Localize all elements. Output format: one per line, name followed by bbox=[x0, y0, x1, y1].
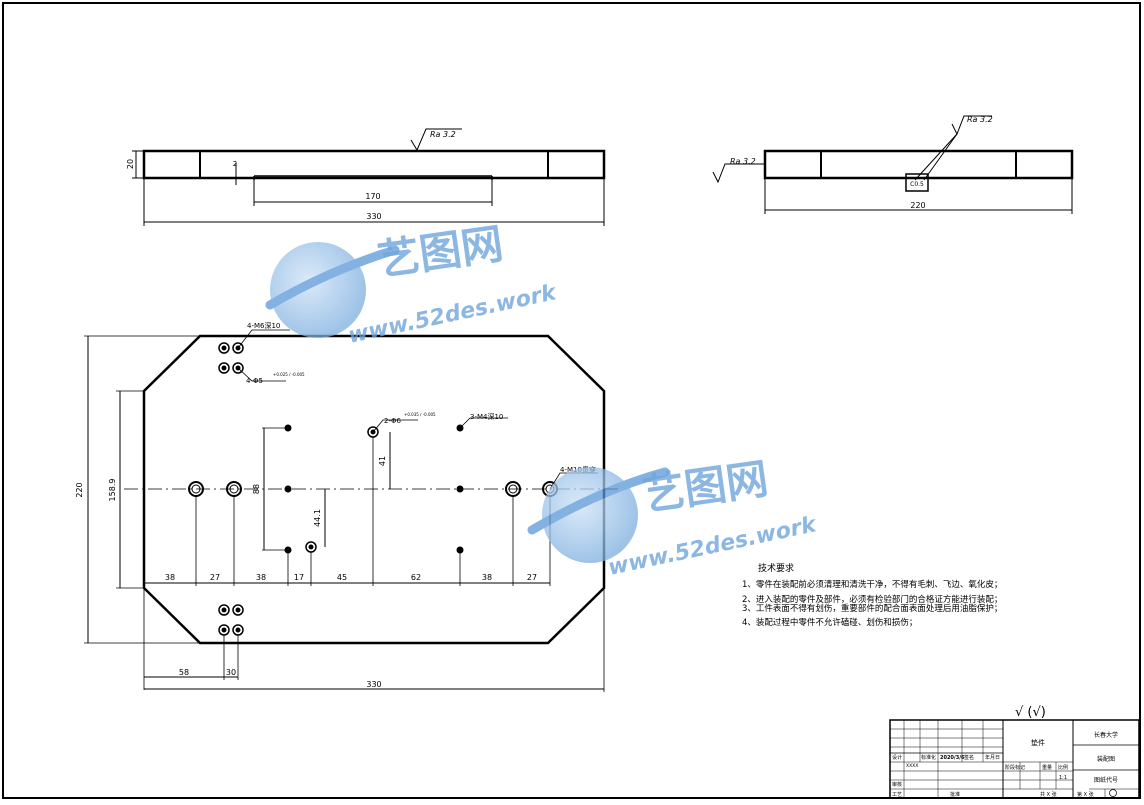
dim-front-length: 330 bbox=[366, 212, 381, 221]
tech-req-item-1: 1、零件在装配前必须清理和清洗干净，不得有毛刺、飞边、氧化皮； bbox=[742, 579, 1002, 590]
tb-process: 工艺 bbox=[892, 792, 902, 798]
side-roughness-top: Ra 3.2 bbox=[967, 115, 993, 124]
dim-chain-6: 62 bbox=[411, 573, 421, 582]
tb-sheet-no: 第 X 张 bbox=[1077, 791, 1094, 798]
plan-outline bbox=[142, 334, 606, 645]
note-pin-holes-2: 2-Φ6 bbox=[384, 417, 401, 425]
tb-stage-label: 阶段标记 bbox=[1005, 764, 1025, 771]
dim-front-step: 2 bbox=[233, 160, 237, 168]
tb-sign-label: 签名 bbox=[964, 754, 974, 761]
watermark-logo-2 bbox=[527, 467, 670, 563]
note-m4-holes: 3-M4深10 bbox=[470, 412, 503, 421]
watermark-brand-2: 艺图网 bbox=[640, 454, 772, 520]
dim-chain-5: 45 bbox=[337, 573, 347, 582]
tb-design: 设计 bbox=[892, 754, 902, 761]
dim-plan-overall-height: 220 bbox=[75, 482, 84, 497]
watermark-logo-1 bbox=[265, 242, 400, 338]
dim-44: 44.1 bbox=[313, 509, 322, 527]
note-pin-tol-2: +0.035 / -0.005 bbox=[404, 412, 436, 417]
side-chamfer-box bbox=[905, 173, 929, 192]
tb-standardize: 标准化 bbox=[921, 754, 936, 761]
dim-chain-1: 38 bbox=[165, 573, 175, 582]
note-pin-holes-4: 4-Φ5 bbox=[246, 377, 263, 385]
tb-sheet-total: 共 X 张 bbox=[1040, 791, 1057, 798]
side-chamfer-note: C0.5 bbox=[910, 181, 924, 188]
watermark-url-1: www.52des.work bbox=[346, 280, 559, 349]
dim-chain-2: 27 bbox=[210, 573, 220, 582]
watermark-brand-1: 艺图网 bbox=[375, 219, 507, 285]
tb-date-label: 年月日 bbox=[985, 754, 1000, 761]
dim-88: 88 bbox=[252, 484, 261, 494]
general-roughness: √ (√) bbox=[1015, 705, 1046, 720]
dim-chain-4: 17 bbox=[294, 573, 304, 582]
dim-plan-inner-height: 158.9 bbox=[108, 479, 117, 502]
side-view bbox=[712, 115, 1074, 214]
dim-side-width: 220 bbox=[910, 201, 925, 210]
note-pin-tol-4: +0.025 / -0.005 bbox=[273, 372, 305, 377]
front-outline bbox=[142, 149, 606, 180]
tb-scale: 1:1 bbox=[1059, 775, 1067, 781]
tb-scale-label: 比例 bbox=[1058, 764, 1068, 771]
tech-req-title: 技术要求 bbox=[758, 562, 794, 574]
dim-30: 30 bbox=[226, 668, 236, 677]
tb-approve: 批准 bbox=[950, 791, 960, 798]
title-block bbox=[889, 719, 1140, 799]
dim-41: 41 bbox=[378, 456, 387, 466]
dim-58: 58 bbox=[179, 668, 189, 677]
plan-view bbox=[84, 329, 622, 692]
tech-req-item-3: 3、工件表面不得有划伤，重要部件的配合面表面处理后用油脂保护； bbox=[742, 603, 1002, 614]
front-view bbox=[132, 128, 606, 226]
tb-weight-label: 重量 bbox=[1042, 764, 1052, 771]
tb-drawing-no: 图纸代号 bbox=[1094, 776, 1118, 784]
tb-school: 长春大学 bbox=[1094, 731, 1118, 739]
dim-front-height: 20 bbox=[126, 159, 135, 169]
tech-req-item-4: 4、装配过程中零件不允许磕碰、划伤和损伤； bbox=[742, 617, 917, 628]
side-roughness-left: Ra 3.2 bbox=[730, 157, 756, 166]
dim-front-slot: 170 bbox=[365, 192, 380, 201]
dim-plan-overall-width: 330 bbox=[366, 680, 381, 689]
tb-part-name: 垫件 bbox=[1031, 738, 1045, 747]
tech-req-item-2: 2、进入装配的零件及部件，必须有检验部门的合格证方能进行装配； bbox=[742, 594, 1002, 605]
tb-date: 2020/3/6 bbox=[940, 755, 965, 761]
dim-chain-8: 27 bbox=[527, 573, 537, 582]
tb-drawing-type: 装配图 bbox=[1097, 755, 1115, 763]
tb-check: 审核 bbox=[892, 781, 902, 788]
tb-count: XXXX bbox=[906, 763, 918, 769]
note-m6-holes: 4-M6深10 bbox=[247, 321, 280, 330]
dim-chain-3: 38 bbox=[256, 573, 266, 582]
dim-chain-7: 38 bbox=[482, 573, 492, 582]
front-roughness-label: Ra 3.2 bbox=[430, 130, 456, 139]
